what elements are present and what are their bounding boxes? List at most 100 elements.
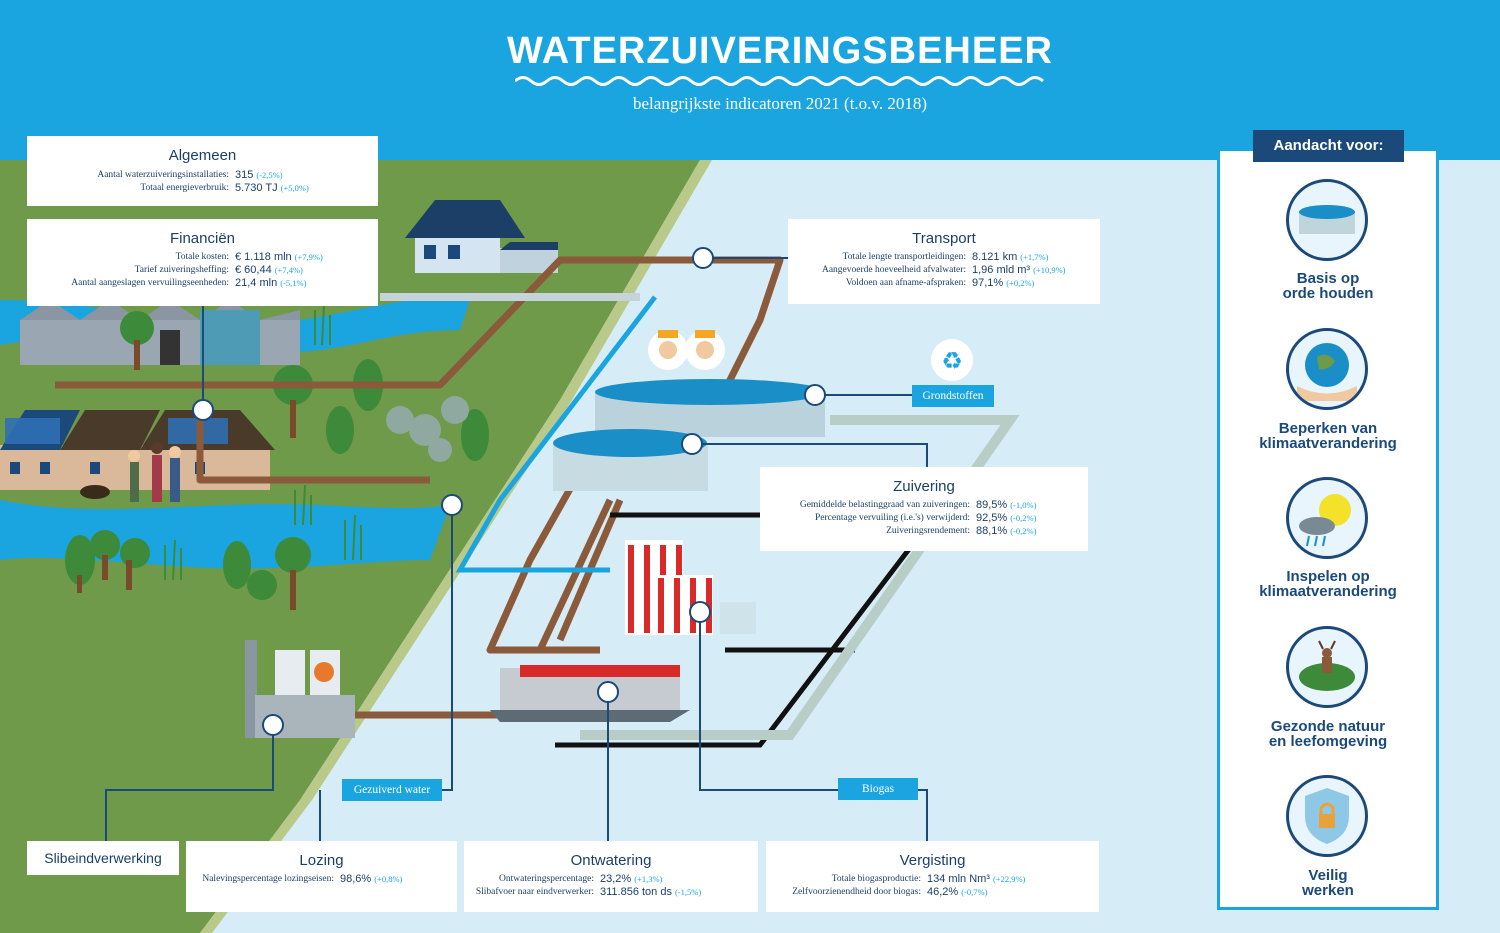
- page-subtitle: belangrijkste indicatoren 2021 (t.o.v. 2…: [633, 94, 927, 113]
- algemeen-title: Algemeen: [168, 147, 237, 164]
- row-value: 97,1%: [972, 277, 1004, 289]
- algemeen-row: Totaal energieverbruik:5.730 TJ(+5,0%): [27, 182, 378, 195]
- financien-rows: Totale kosten:€ 1.118 mln(+7,9%) Tarief …: [27, 251, 378, 290]
- transport-row: Totale lengte transportleidingen: 8.121 k…: [788, 251, 1100, 264]
- workers-icon: [648, 330, 725, 370]
- focus-title: Aandacht voor:: [1253, 130, 1404, 162]
- zuivering-row: Gemiddelde belastinggraad van zuiveringe…: [760, 499, 1088, 512]
- earth-hands-icon: [1286, 328, 1368, 410]
- lozing-rows: Nalevingspercentage lozingseisen:98,6%(+…: [186, 873, 457, 886]
- target-markers: [192, 247, 826, 736]
- recycle-icon: ♻: [931, 339, 973, 381]
- focus-label-line2: klimaatverandering: [1259, 435, 1397, 452]
- row-change: (-1,5%): [674, 887, 702, 897]
- algemeen-panel: Algemeen Aantal waterzuiveringsinstallat…: [27, 136, 378, 206]
- lozing-panel: Lozing Nalevingspercentage lozingseisen:…: [186, 841, 457, 912]
- row-label: Percentage vervuiling (i.e.'s) verwijder…: [815, 513, 970, 523]
- focus-label-line2: en leefomgeving: [1268, 733, 1388, 750]
- row-change: (+1,3%): [634, 874, 663, 884]
- ontwatering-rows: Ontwateringspercentage:23,2%(+1,3%) Slib…: [464, 873, 758, 899]
- dewatering-machine-icon: [490, 665, 690, 722]
- svg-text:♻: ♻: [941, 347, 963, 375]
- tank-icon: [1286, 179, 1368, 261]
- row-value: 98,6%: [340, 873, 372, 885]
- row-value: 92,5%: [976, 512, 1008, 524]
- financien-row: Aantal aangeslagen vervuilingseenheden: 2…: [27, 277, 378, 290]
- row-value: 134 mln Nm³: [927, 873, 990, 885]
- row-change: (+10,9%): [1033, 265, 1066, 275]
- row-label: Totale kosten:: [175, 252, 229, 262]
- row-change: (+0,2%): [1006, 278, 1035, 288]
- page-title: WATERZUIVERINGSBEHEER: [506, 30, 1053, 72]
- row-label: Zuiveringsrendement:: [886, 526, 970, 536]
- row-change: (-1,0%): [1010, 500, 1037, 510]
- row-label: Slibafvoer naar eindverwerker:: [475, 887, 594, 897]
- sewage-pipes: [55, 256, 784, 719]
- zuivering-rows: Gemiddelde belastinggraad van zuiveringe…: [760, 499, 1088, 538]
- focus-label-line1: Basis op: [1296, 270, 1360, 287]
- row-change: (-0,2%): [1010, 513, 1037, 523]
- row-label: Aantal waterzuiveringsinstallaties:: [97, 170, 229, 180]
- row-label: Totale lengte transportleidingen:: [842, 252, 966, 262]
- financien-row: Totale kosten:€ 1.118 mln(+7,9%): [27, 251, 378, 264]
- focus-label-line2: orde houden: [1282, 285, 1374, 302]
- focus-label-line2: klimaatverandering: [1259, 583, 1397, 600]
- connector-lines: [105, 257, 928, 842]
- row-change: (+7,4%): [274, 265, 303, 275]
- row-label: Zelfvoorzienendheid door biogas:: [792, 887, 921, 897]
- financien-panel: Financiën Totale kosten:€ 1.118 mln(+7,9…: [27, 219, 378, 306]
- biogas-tag: Biogas: [838, 778, 918, 800]
- row-value: 8.121 km: [972, 251, 1018, 263]
- transport-panel: Transport Totale lengte transportleiding…: [788, 219, 1100, 304]
- vergisting-rows: Totale biogasproductie:134 mln Nm³(+22,9…: [766, 873, 1099, 899]
- ontwatering-title: Ontwatering: [570, 852, 652, 869]
- focus-label-line2: werken: [1302, 882, 1354, 899]
- row-label: Totaal energieverbruik:: [140, 183, 229, 193]
- row-label: Aangevoerde hoeveelheid afvalwater:: [821, 265, 966, 275]
- financien-row: Tarief zuiveringsheffing:€ 60,44(+7,4%): [27, 264, 378, 277]
- header-band: [0, 0, 1500, 160]
- algemeen-row: Aantal waterzuiveringsinstallaties:315(-…: [27, 169, 378, 182]
- vergisting-panel: Vergisting Totale biogasproductie:134 ml…: [766, 841, 1099, 912]
- row-value: 1,96 mld m³: [972, 264, 1031, 276]
- row-label: Nalevingspercentage lozingseisen:: [202, 874, 334, 884]
- transport-row: Voldoen aan afname-afspraken:97,1%(+0,2%…: [788, 277, 1100, 290]
- row-value: € 60,44: [235, 264, 272, 276]
- row-change: (+22,9%): [992, 874, 1026, 884]
- reeds-icon: [164, 304, 362, 581]
- transport-title: Transport: [912, 230, 976, 247]
- zuivering-row: Percentage vervuiling (i.e.'s) verwijder…: [760, 512, 1088, 525]
- clarifier-tank-icon: [553, 379, 825, 491]
- ontwatering-row: Slibafvoer naar eindverwerker:311.856 to…: [464, 886, 758, 899]
- row-change: (-2,5%): [256, 170, 283, 180]
- row-change: (-0,7%): [961, 887, 988, 897]
- vergisting-title: Vergisting: [899, 852, 966, 869]
- financien-title: Financiën: [169, 230, 236, 247]
- focus-label-line1: Veilig: [1308, 867, 1348, 884]
- focus-label-line1: Beperken van: [1278, 420, 1378, 437]
- row-value: 21,4 mln: [235, 277, 278, 289]
- row-change: (+1,7%): [1020, 252, 1049, 262]
- return-pipe: [580, 415, 1020, 740]
- row-value: 46,2%: [927, 886, 959, 898]
- vergisting-row: Zelfvoorzienendheid door biogas: 46,2%(-0…: [766, 886, 1099, 899]
- shield-lock-icon: [1286, 775, 1368, 857]
- row-label: Aantal aangeslagen vervuilingseenheden:: [71, 278, 229, 288]
- row-change: (-0,2%): [1010, 526, 1037, 536]
- focus-label-line1: Gezonde natuur: [1270, 718, 1386, 735]
- slibeindverwerking-title: Slibeindverwerking: [44, 850, 162, 866]
- ontwatering-row: Ontwateringspercentage:23,2%(+1,3%): [464, 873, 758, 886]
- row-value: 5.730 TJ: [235, 182, 278, 194]
- slibeindverwerking-panel: Slibeindverwerking: [27, 841, 179, 875]
- row-label: Ontwateringspercentage:: [499, 874, 594, 884]
- wave-underline: [515, 76, 1044, 86]
- zuivering-panel: Zuivering Gemiddelde belastinggraad van …: [760, 467, 1088, 551]
- zuivering-row: Zuiveringsrendement:88,1%(-0,2%): [760, 525, 1088, 538]
- ontwatering-panel: Ontwatering Ontwateringspercentage:23,2%…: [464, 841, 758, 912]
- vergisting-row: Totale biogasproductie:134 mln Nm³(+22,9…: [766, 873, 1099, 886]
